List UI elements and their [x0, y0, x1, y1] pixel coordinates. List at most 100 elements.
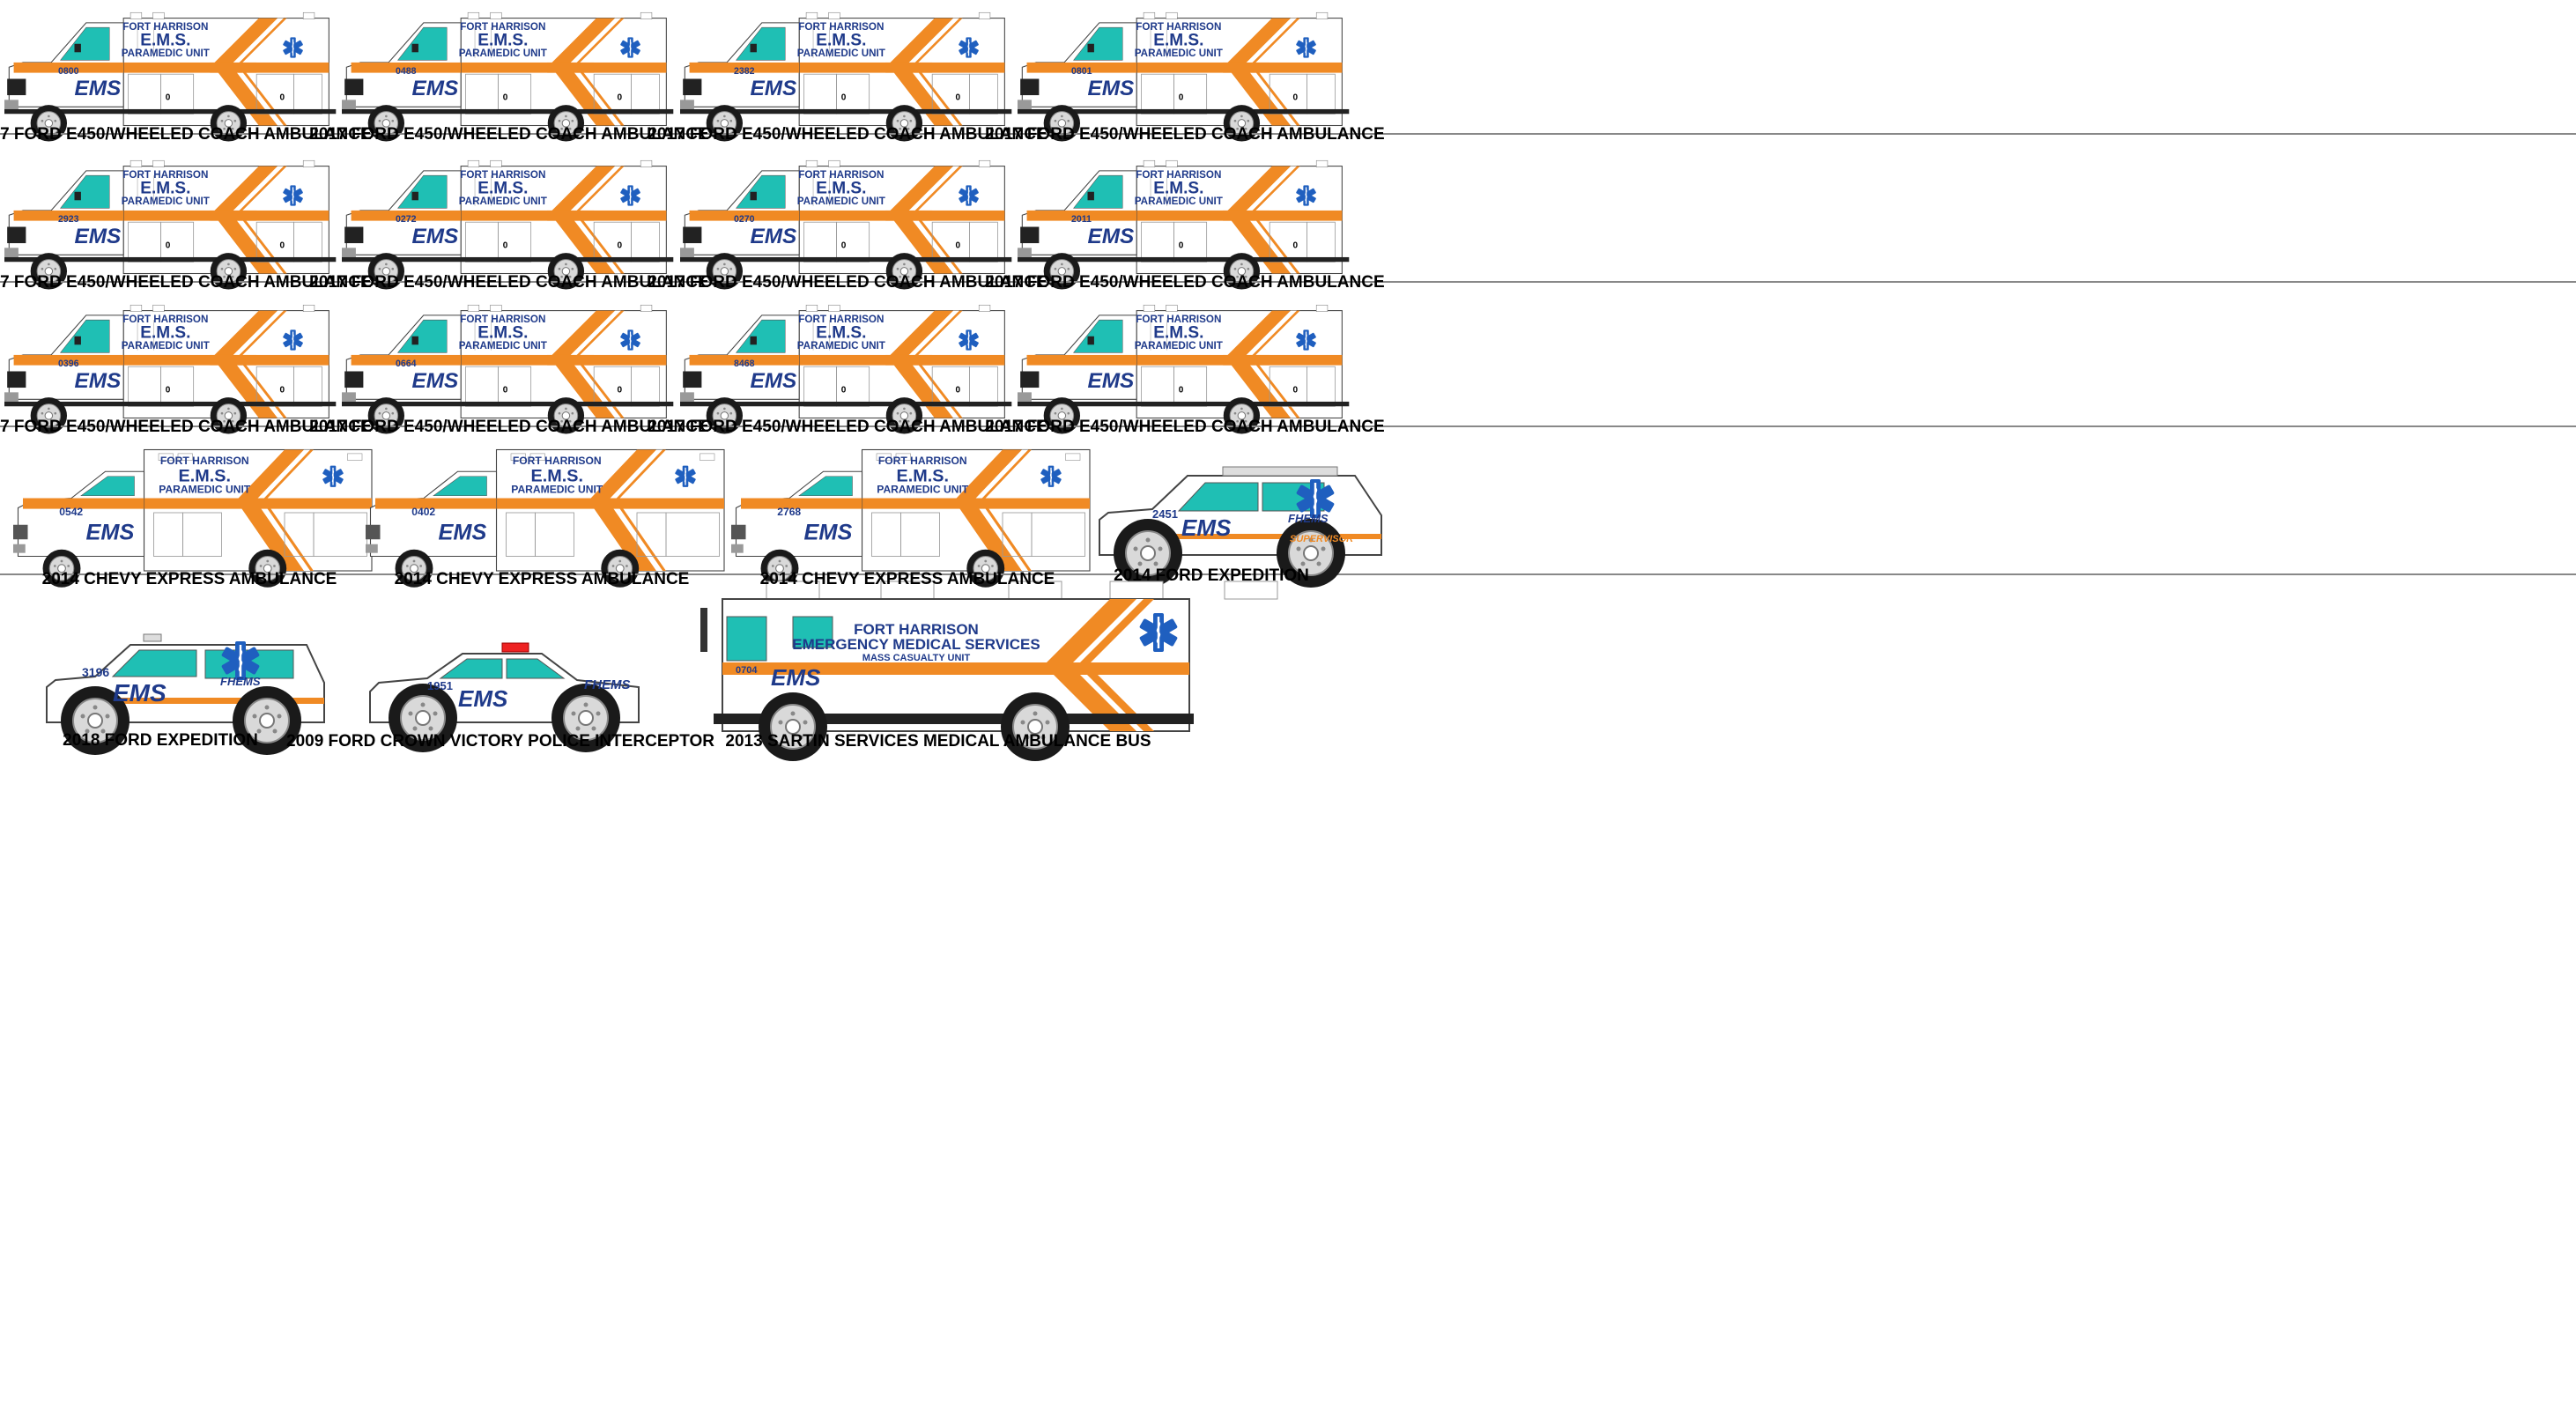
unit-number: 0488 — [396, 66, 417, 77]
door-number: 0 — [503, 385, 508, 395]
box-line2: E.M.S. — [140, 31, 190, 49]
mirror — [700, 608, 707, 652]
box-line2: E.M.S. — [531, 466, 583, 485]
front-window — [111, 649, 197, 677]
door-number: 0 — [1179, 240, 1184, 250]
unit-number: 8468 — [734, 359, 755, 369]
fhems-text: FHEMS — [1288, 512, 1329, 525]
vehicle-caption: 2017 FORD E450/WHEELED COACH AMBULANCE — [0, 273, 372, 292]
vehicle-caption: 2018 FORD EXPEDITION — [63, 731, 258, 750]
box-line3: PARAMEDIC UNIT — [797, 340, 885, 351]
box-line1: FORT HARRISON — [878, 455, 967, 467]
ems-text: EMS — [771, 664, 821, 691]
door-number: 0 — [956, 240, 961, 250]
ems-text: EMS — [74, 77, 122, 100]
door-number: 0 — [956, 385, 961, 395]
bumper — [714, 714, 1194, 724]
ems-text: EMS — [86, 520, 135, 544]
front-window — [439, 658, 503, 679]
ems-text: EMS — [412, 225, 460, 248]
ems-text: EMS — [1181, 514, 1232, 541]
door-number: 0 — [280, 240, 285, 250]
unit-number: 3196 — [82, 665, 109, 679]
door-number: 0 — [280, 92, 285, 102]
box-line2: E.M.S. — [140, 323, 190, 342]
box-line3: PARAMEDIC UNIT — [1135, 48, 1223, 59]
box-line2: E.M.S. — [477, 179, 528, 197]
door-number: 0 — [841, 385, 847, 395]
box-line1: FORT HARRISON — [122, 314, 208, 325]
door-number: 0 — [618, 385, 623, 395]
windshield — [726, 616, 767, 662]
side-window — [792, 616, 833, 648]
box-line2: E.M.S. — [1153, 323, 1203, 342]
door-number: 0 — [503, 240, 508, 250]
fhems-text: FHEMS — [584, 677, 631, 692]
vehicle-caption: 2017 FORD E450/WHEELED COACH AMBULANCE — [985, 125, 1384, 144]
ems-text: EMS — [458, 685, 508, 712]
fhems-text: FHEMS — [220, 675, 261, 688]
vehicle-caption: 2014 CHEVY EXPRESS AMBULANCE — [395, 570, 690, 588]
vehicle-caption: 2017 FORD E450/WHEELED COACH AMBULANCE — [985, 273, 1384, 292]
roof-unit — [1224, 581, 1278, 600]
box-line3: PARAMEDIC UNIT — [1135, 340, 1223, 351]
door-number: 0 — [841, 92, 847, 102]
door-number: 0 — [1179, 92, 1184, 102]
box-line2: E.M.S. — [1153, 179, 1203, 197]
box-line2: E.M.S. — [816, 179, 866, 197]
ems-text: EMS — [1088, 77, 1136, 100]
box-line1: FORT HARRISON — [460, 21, 545, 33]
unit-number: 0704 — [736, 665, 758, 676]
vehicle-caption: 2014 CHEVY EXPRESS AMBULANCE — [760, 570, 1055, 588]
door-number: 0 — [1179, 385, 1184, 395]
box-line1: FORT HARRISON — [1136, 314, 1221, 325]
unit-number: 0402 — [411, 506, 435, 518]
vehicle-caption: 2017 FORD E450/WHEELED COACH AMBULANCE — [648, 273, 1047, 292]
box-line1: FORT HARRISON — [513, 455, 602, 467]
box-line2: E.M.S. — [477, 323, 528, 342]
ems-text: EMS — [751, 77, 798, 100]
bus-line2: EMERGENCY MEDICAL SERVICES — [792, 636, 1040, 653]
orange-stripe — [1144, 534, 1381, 539]
vehicle-caption: 2013 SARTIN SERVICES MEDICAL AMBULANCE B… — [725, 732, 1151, 751]
box-line2: E.M.S. — [897, 466, 949, 485]
rear-window — [506, 658, 566, 679]
door-number: 0 — [280, 385, 285, 395]
box-line1: FORT HARRISON — [798, 169, 884, 181]
box-line3: PARAMEDIC UNIT — [797, 196, 885, 207]
orange-stripe — [78, 698, 324, 704]
front-wheel — [758, 692, 828, 762]
door-number: 0 — [841, 240, 847, 250]
unit-number: 0270 — [734, 214, 755, 225]
unit-number: 0800 — [58, 66, 79, 77]
orange-band — [722, 662, 1189, 675]
ems-text: EMS — [74, 369, 122, 393]
door-number: 0 — [956, 92, 961, 102]
box-line3: PARAMEDIC UNIT — [1135, 196, 1223, 207]
light-bar — [143, 633, 162, 642]
light-bar — [501, 642, 529, 653]
vehicle-caption: 2017 FORD E450/WHEELED COACH AMBULANCE — [0, 125, 372, 144]
bus-line3: MASS CASUALTY UNIT — [862, 653, 971, 663]
box-line2: E.M.S. — [1153, 31, 1203, 49]
ems-text: EMS — [412, 369, 460, 393]
door-number: 0 — [503, 92, 508, 102]
box-line3: PARAMEDIC UNIT — [459, 196, 547, 207]
box-line1: FORT HARRISON — [1136, 169, 1221, 181]
box-line1: FORT HARRISON — [798, 314, 884, 325]
box-line1: FORT HARRISON — [798, 21, 884, 33]
box-line1: FORT HARRISON — [460, 314, 545, 325]
ems-text: EMS — [439, 520, 487, 544]
box-line1: FORT HARRISON — [160, 455, 249, 467]
